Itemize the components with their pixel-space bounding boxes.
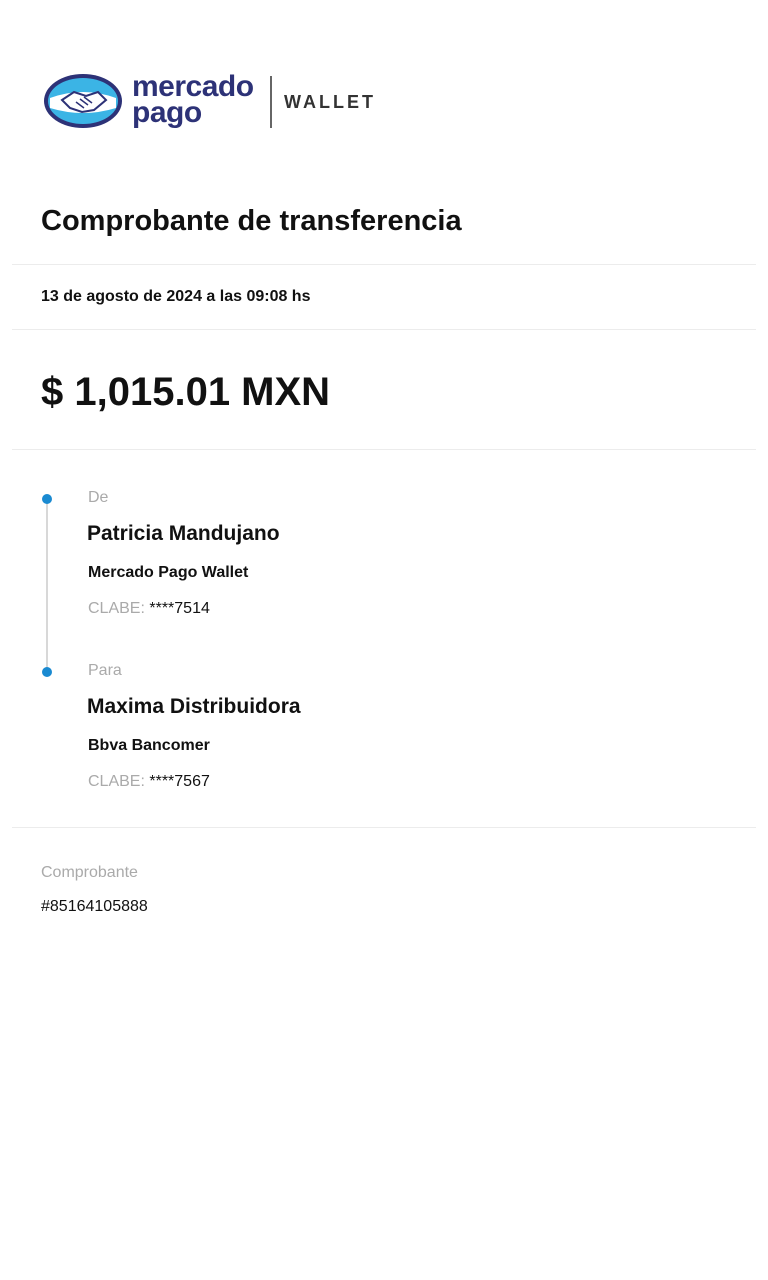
clabe-label: CLABE: [88,773,145,790]
to-name: Maxima Distribuidora [87,695,301,718]
to-clabe: CLABE: ****7567 [88,773,210,791]
brand-line-2: pago [132,96,202,129]
timeline-dot-icon [42,667,52,677]
clabe-value: ****7567 [149,773,210,790]
timeline-dot-icon [42,494,52,504]
receipt-number: #85164105888 [41,898,148,915]
mercado-pago-logo-icon [44,74,122,128]
clabe-value: ****7514 [149,600,210,617]
transfer-amount: $ 1,015.01 MXN [41,370,331,414]
to-label: Para [88,662,122,679]
from-clabe: CLABE: ****7514 [88,600,210,618]
divider [12,827,756,828]
to-bank: Bbva Bancomer [88,737,210,754]
brand-line-1: mercado [132,70,254,103]
page-title: Comprobante de transferencia [41,205,462,237]
brand-name: mercado pago [132,70,254,129]
clabe-label: CLABE: [88,600,145,617]
transfer-date: 13 de agosto de 2024 a las 09:08 hs [41,288,311,305]
divider [12,449,756,450]
divider [12,329,756,330]
logo-divider [270,76,272,128]
receipt-label: Comprobante [41,864,138,881]
divider [12,264,756,265]
from-label: De [88,489,109,506]
from-bank: Mercado Pago Wallet [88,564,249,581]
timeline-line [46,500,48,672]
from-name: Patricia Mandujano [87,522,280,545]
product-name: WALLET [284,92,376,112]
